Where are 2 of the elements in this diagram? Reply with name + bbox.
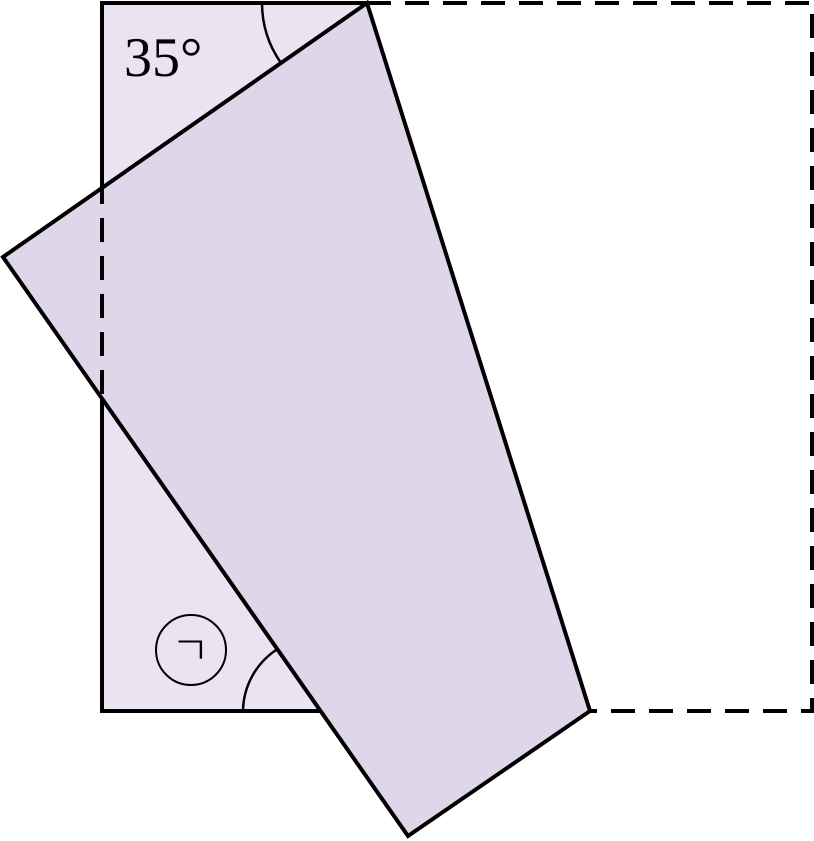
angle-label: 35° <box>124 30 202 86</box>
circled-label: ㄱ <box>155 614 227 686</box>
